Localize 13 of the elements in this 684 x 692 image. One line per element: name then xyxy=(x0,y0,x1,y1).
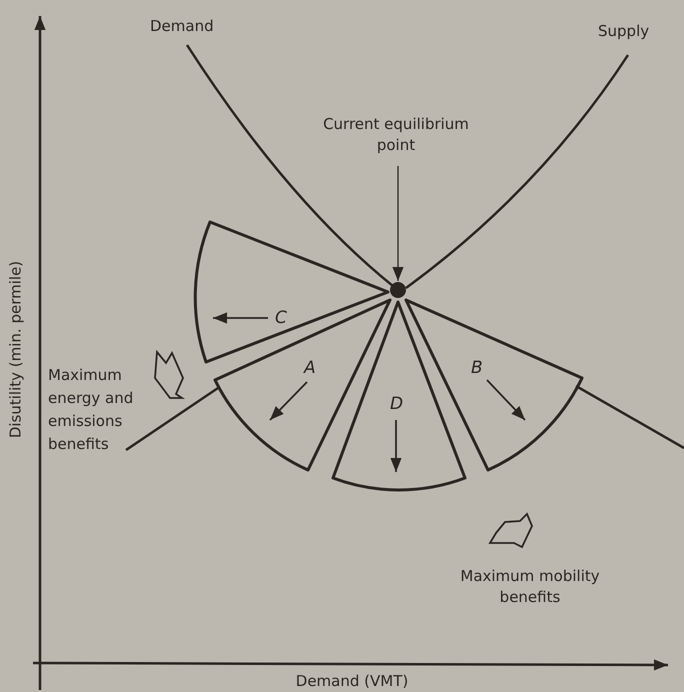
sector-letter: A xyxy=(304,358,316,378)
curve-label: Supply xyxy=(598,22,650,41)
annotation-text: Maximum energy and emissions benefits xyxy=(48,365,134,455)
annotation-text: Maximum mobility benefits xyxy=(459,566,601,608)
equilibrium-dot xyxy=(390,282,406,298)
sector-letter: D xyxy=(390,394,404,414)
axis-label: Disutility (min. permile) xyxy=(6,260,26,440)
sector-letter: C xyxy=(275,308,287,328)
leader-arrow xyxy=(392,166,404,281)
curve-label: Demand xyxy=(150,17,214,36)
sector-letter: B xyxy=(471,358,483,378)
callout-text: Current equilibrium point xyxy=(321,114,471,156)
axis-label: Demand (VMT) xyxy=(294,672,410,691)
